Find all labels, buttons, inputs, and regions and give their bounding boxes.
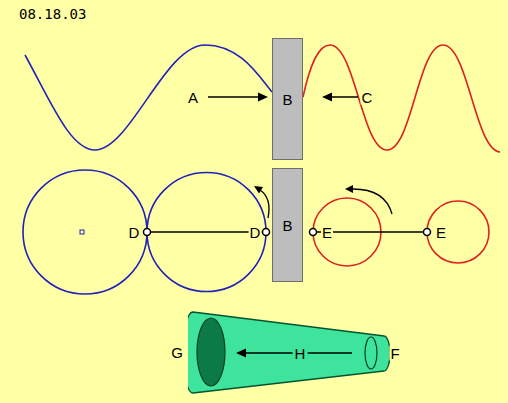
arrow-label: H [293,346,308,361]
arrow-head [258,93,268,102]
wall-label: B [282,92,292,107]
date-stamp: 08.18.03 [18,7,87,21]
wall-bar: B [272,38,303,160]
end-label: G [170,345,184,360]
end-label: F [389,346,400,361]
center-mark [80,230,84,234]
wall-bar: B [272,168,303,282]
point-label: D [128,225,141,240]
point-label: D [249,225,262,240]
point-label: E [435,225,447,240]
pivot-dot [144,229,151,236]
cone-drawing [188,306,390,398]
pivot-dot [263,229,270,236]
pivot-dot [424,229,431,236]
cone-body [188,312,390,393]
large-end [197,318,225,386]
arrow-line [330,96,358,98]
arrow-head [345,185,353,193]
arrow-head [236,349,246,358]
arrow-label: A [187,90,199,105]
cone-group [188,312,390,393]
point-label: E [321,225,333,240]
arrow-head [322,93,332,102]
rotation-arrow [260,190,269,218]
arrow-head [254,186,263,194]
arrow-line [208,96,260,98]
cone-shape: H [188,306,390,398]
rotation-arrow [353,189,392,214]
wall-label: B [282,218,292,233]
blue-loop [23,170,147,294]
small-end [365,337,377,369]
arrow-label: C [361,90,374,105]
blue-loop [147,173,266,292]
incident-wave [25,45,272,150]
reflected-wave [303,45,500,152]
red-loop [427,201,489,263]
pivot-dot [310,229,317,236]
